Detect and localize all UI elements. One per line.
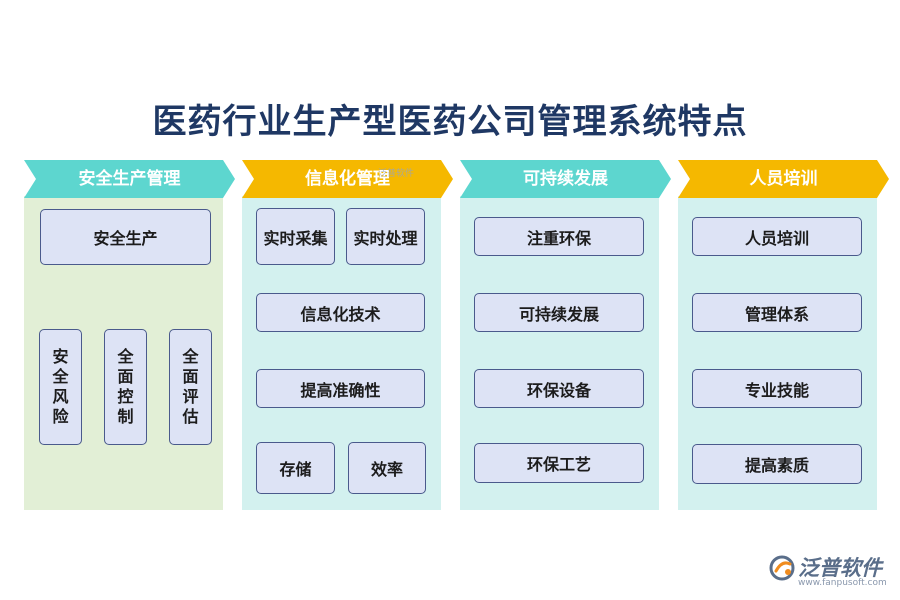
column-3-header: 可持续发展 bbox=[460, 160, 671, 198]
diagram-title: 医药行业生产型医药公司管理系统特点 bbox=[152, 102, 748, 142]
column-2-header-label: 信息化管理 bbox=[305, 169, 390, 189]
box-realtime-collection: 实时采集 bbox=[256, 208, 335, 265]
column-1-header-label: 安全生产管理 bbox=[78, 169, 181, 189]
box-it-technology: 信息化技术 bbox=[256, 293, 425, 332]
box-management-system: 管理体系 bbox=[692, 293, 862, 332]
box-full-control: 全面控制 bbox=[104, 329, 147, 445]
box-safe-production: 安全生产 bbox=[40, 209, 211, 265]
column-4-header-shape bbox=[678, 160, 889, 198]
box-realtime-processing: 实时处理 bbox=[346, 208, 425, 265]
column-3-header-label: 可持续发展 bbox=[523, 169, 608, 189]
box-improve-quality: 提高素质 bbox=[692, 444, 862, 484]
box-full-assessment: 全面评估 bbox=[169, 329, 212, 445]
column-4-header-label: 人员培训 bbox=[749, 169, 818, 189]
logo-name: 泛普软件 bbox=[798, 556, 882, 580]
column-4-header: 人员培训 bbox=[678, 160, 889, 198]
box-staff-training: 人员培训 bbox=[692, 217, 862, 256]
box-sustainable-development: 可持续发展 bbox=[474, 293, 644, 332]
logo-icon bbox=[769, 555, 795, 581]
box-professional-skills: 专业技能 bbox=[692, 369, 862, 408]
overlay-watermark-text: 泛普软件 bbox=[378, 169, 415, 179]
column-1-header: 安全生产管理 bbox=[24, 160, 235, 198]
column-2-header-shape bbox=[242, 160, 453, 198]
box-improve-accuracy: 提高准确性 bbox=[256, 369, 425, 408]
box-environmental-process: 环保工艺 bbox=[474, 443, 644, 483]
box-storage: 存储 bbox=[256, 442, 335, 494]
column-1-header-shape bbox=[24, 160, 235, 198]
box-safety-risk: 安全风险 bbox=[39, 329, 82, 445]
box-environmental-equipment: 环保设备 bbox=[474, 369, 644, 408]
column-2-header: 信息化管理 bbox=[242, 160, 453, 198]
box-environmental-focus: 注重环保 bbox=[474, 217, 644, 256]
logo-url: www.fanpusoft.com bbox=[798, 578, 887, 588]
box-efficiency: 效率 bbox=[348, 442, 426, 494]
column-3-header-shape bbox=[460, 160, 671, 198]
